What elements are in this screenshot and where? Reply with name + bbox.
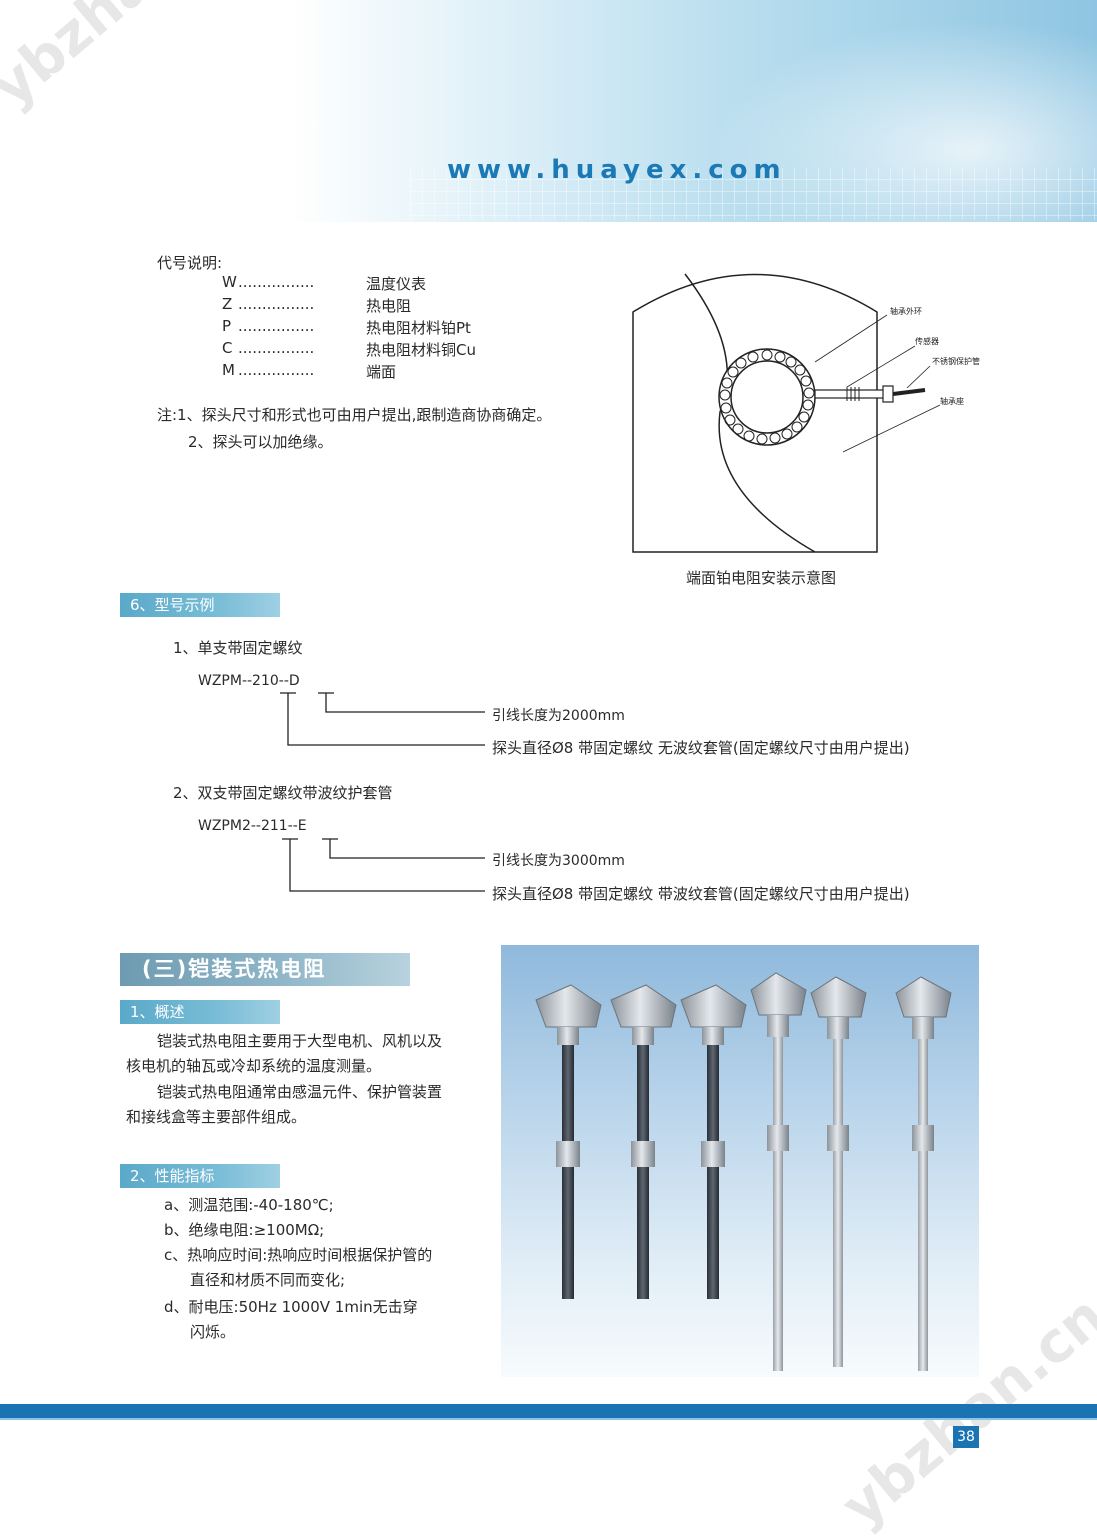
legend-code-w: W (222, 273, 237, 291)
example-2-title: 2、双支带固定螺纹带波纹护套管 (173, 784, 393, 802)
label-bearing-seat: 轴承座 (940, 396, 964, 406)
label-outer-ring: 轴承外环 (890, 306, 922, 316)
overview-p2b: 和接线盒等主要部件组成。 (126, 1108, 307, 1126)
site-url[interactable]: www.huayex.com (447, 155, 787, 185)
example-1-brackets (280, 692, 485, 746)
legend-meaning: 热电阻材料铜Cu (366, 341, 476, 359)
code-legend-title: 代号说明: (157, 254, 223, 272)
legend-meaning: 端面 (366, 363, 397, 381)
overview-p1a: 铠装式热电阻主要用于大型电机、风机以及 (157, 1032, 443, 1050)
example-2-model: WZPM2--211--E (198, 818, 307, 834)
legend-code: P (222, 317, 232, 335)
spec-a: a、测温范围:-40-180℃; (164, 1196, 334, 1214)
example-2-line1: 引线长度为3000mm (492, 853, 625, 869)
sensor-probe (814, 389, 886, 399)
probe-light-1 (750, 972, 807, 1371)
legend-code: Z (222, 295, 233, 313)
example-1-line2: 探头直径Ø8 带固定螺纹 无波纹套管(固定螺纹尺寸由用户提出) (492, 739, 910, 757)
section-6-label: 6、型号示例 (120, 593, 280, 617)
legend-dots: ................ (238, 317, 315, 335)
spec-d1: d、耐电压:50Hz 1000V 1min无击穿 (164, 1298, 418, 1316)
legend-code: M (222, 361, 235, 379)
page-number: 38 (953, 1426, 979, 1448)
legend-dots: ................ (238, 295, 315, 313)
overview-p1b: 核电机的轴瓦或冷却系统的温度测量。 (126, 1057, 382, 1075)
diagram-caption: 端面铂电阻安装示意图 (686, 569, 837, 587)
rtd-probes-illustration (535, 972, 952, 1371)
probe-dark-1 (535, 984, 602, 1299)
probe-light-3 (895, 976, 952, 1371)
spec-c2: 直径和材质不同而变化; (190, 1271, 346, 1289)
label-steel-tube: 不锈钢保护管 (932, 356, 980, 366)
legend-code: C (222, 339, 233, 357)
legend-dots: ................ (238, 339, 315, 357)
footer-bar (0, 1404, 1097, 1418)
header-banner (290, 0, 1097, 222)
note-1: 注:1、探头尺寸和形式也可由用户提出,跟制造商协商确定。 (157, 406, 552, 424)
probe-nut (882, 385, 894, 403)
legend-meaning: 温度仪表 (366, 275, 427, 293)
product-photo (501, 945, 979, 1377)
bearing-inner (730, 360, 804, 434)
probe-thread (846, 387, 860, 401)
banner-grid-pattern (410, 168, 1097, 220)
probe-light-2 (810, 976, 867, 1367)
installation-diagram: 轴承外环 传感器 不锈钢保护管 轴承座 (632, 273, 980, 553)
example-1-model: WZPM--210--D (198, 673, 300, 689)
probe-dark-3 (680, 984, 747, 1299)
example-2-brackets (282, 838, 485, 892)
spec-d2: 闪烁。 (190, 1323, 236, 1341)
bearing-balls (719, 349, 815, 445)
example-1-line1: 引线长度为2000mm (492, 708, 625, 724)
legend-dots: ................ (238, 361, 315, 379)
overview-label: 1、概述 (120, 1000, 280, 1024)
example-2-line2: 探头直径Ø8 带固定螺纹 带波纹套管(固定螺纹尺寸由用户提出) (492, 885, 910, 903)
diagram-inner-curve (684, 273, 816, 553)
section-3-title: (三)铠装式热电阻 (120, 953, 410, 986)
probe-dark-2 (610, 984, 677, 1299)
spec-c1: c、热响应时间:热响应时间根据保护管的 (164, 1246, 433, 1264)
note-2: 2、探头可以加绝缘。 (188, 433, 333, 451)
example-1-title: 1、单支带固定螺纹 (173, 639, 303, 657)
legend-dots: ................ (238, 273, 315, 291)
legend-meaning: 热电阻材料铂Pt (366, 319, 471, 337)
footer-line (0, 1418, 1097, 1420)
watermark-top: ybzhan.cn (0, 0, 268, 120)
spec-b: b、绝缘电阻:≥100MΩ; (164, 1221, 325, 1239)
overview-p2a: 铠装式热电阻通常由感温元件、保护管装置 (157, 1083, 443, 1101)
label-sensor: 传感器 (915, 336, 939, 346)
legend-meaning: 热电阻 (366, 297, 412, 315)
legend-code: W (222, 273, 237, 291)
specs-label: 2、性能指标 (120, 1164, 280, 1188)
steel-tube (892, 388, 926, 396)
